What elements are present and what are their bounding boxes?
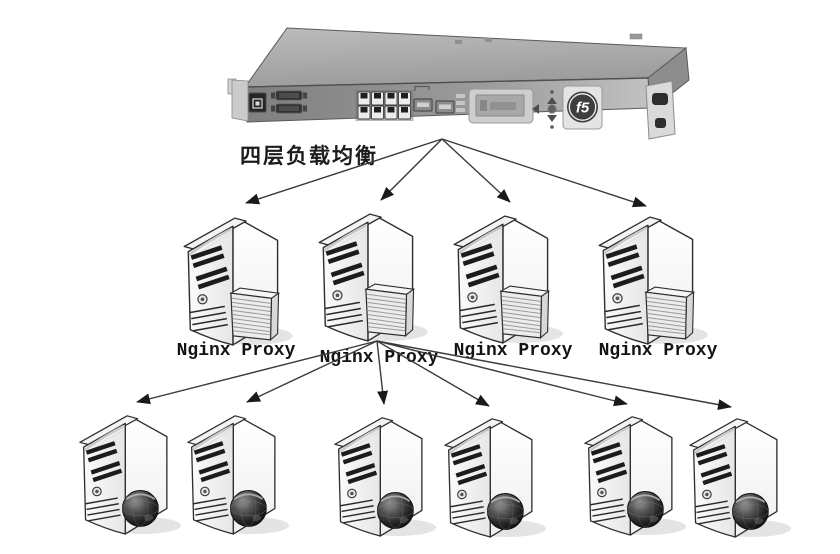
nginx-proxy-label-1: Nginx Proxy: [176, 341, 296, 361]
nginx-proxy-label-2: Nginx Proxy: [319, 348, 439, 368]
globe-icon: [333, 412, 437, 539]
server-tower-icon: [317, 208, 429, 344]
serial-connectors: [271, 90, 307, 114]
web-server-node-1: [78, 410, 182, 537]
web-server-node-4: [443, 413, 547, 540]
top-notch: [629, 33, 643, 40]
rack-ear-right: [645, 80, 676, 140]
load-balancer-label: 四层负载均衡: [240, 145, 378, 168]
panel-seam: [244, 77, 649, 88]
server-tower-icon: [597, 211, 709, 347]
nginx-proxy-node-2: [317, 208, 429, 344]
status-leds: [456, 94, 465, 112]
nginx-proxy-node-4: [597, 211, 709, 347]
f5-logo: f5: [562, 85, 603, 130]
nginx-proxy-label-4: Nginx Proxy: [598, 341, 718, 361]
globe-icon: [443, 413, 547, 540]
web-server-node-5: [583, 411, 687, 538]
lcd-screen: [468, 88, 534, 124]
f5-appliance-svg: f5: [227, 27, 690, 140]
ethernet-ports: [355, 90, 414, 121]
rack-ear-left: [227, 78, 249, 122]
nginx-proxy-label-3: Nginx Proxy: [453, 341, 573, 361]
top-vent: [455, 40, 462, 44]
web-server-node-6: [688, 413, 792, 540]
globe-icon: [583, 411, 687, 538]
dpad-buttons: [532, 90, 572, 129]
load-balancer-device: f5: [203, 22, 693, 157]
server-tower-icon: [182, 212, 294, 348]
sfp-ports: [413, 85, 455, 114]
globe-icon: [186, 410, 290, 537]
console-port: [248, 92, 267, 113]
globe-icon: [78, 410, 182, 537]
server-tower-icon: [452, 210, 564, 346]
globe-icon: [688, 413, 792, 540]
f5-logo-text: f5: [576, 100, 590, 117]
nginx-proxy-node-1: [182, 212, 294, 348]
web-server-node-3: [333, 412, 437, 539]
top-vent: [485, 38, 492, 42]
web-server-node-2: [186, 410, 290, 537]
nginx-proxy-node-3: [452, 210, 564, 346]
